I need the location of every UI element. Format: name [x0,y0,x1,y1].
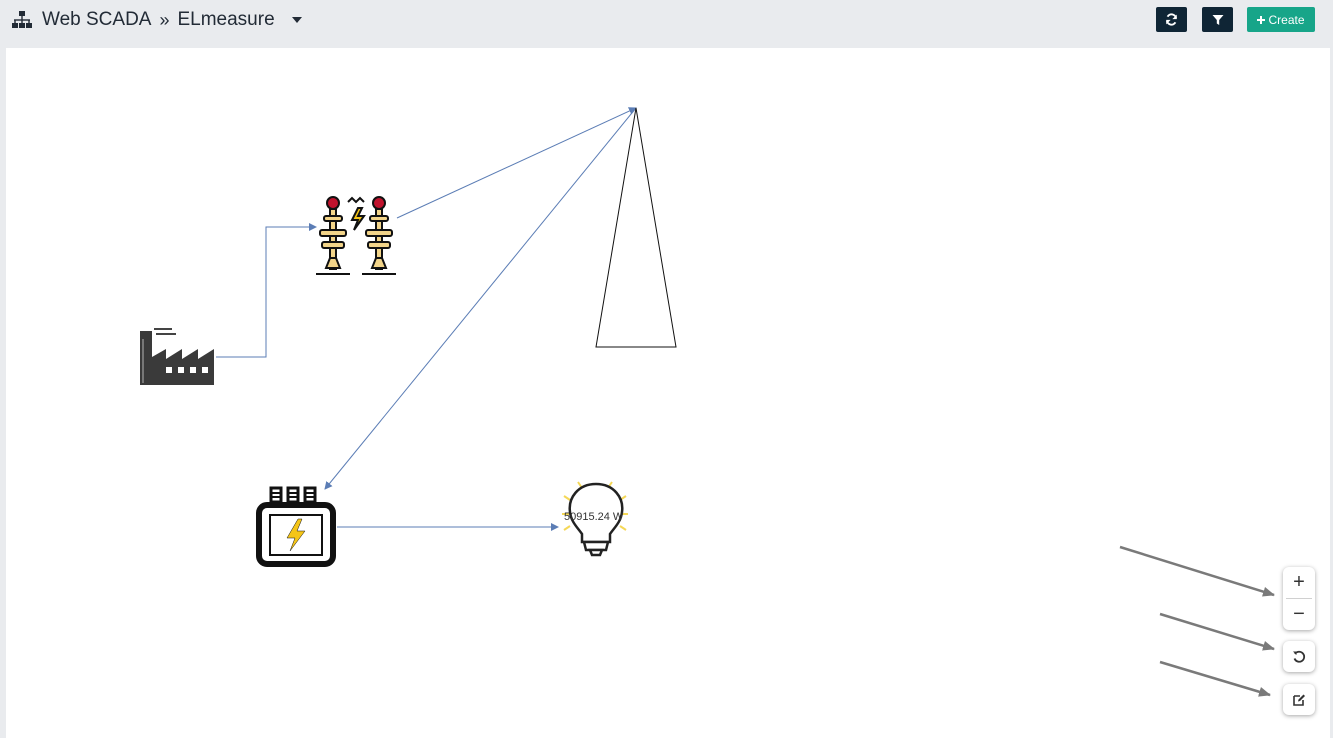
reset-icon [1293,650,1306,663]
light-bulb-icon[interactable] [558,478,634,558]
filter-button[interactable] [1202,7,1233,32]
create-button-label: Create [1268,12,1305,27]
link-tower-transformer[interactable] [324,107,637,490]
refresh-icon [1166,13,1177,26]
filter-icon [1212,14,1223,25]
zoom-out-button[interactable]: − [1293,603,1305,625]
edit-button[interactable] [1283,684,1315,715]
zoom-in-button[interactable]: + [1293,571,1305,593]
zoom-controls: + − [1283,567,1315,630]
breadcrumb: Web SCADA » ELmeasure [12,8,303,32]
zoom-divider [1286,598,1312,599]
link-substation-tower[interactable] [396,107,637,219]
breadcrumb-app-title[interactable]: Web SCADA [42,9,152,30]
caret-down-icon[interactable] [291,14,303,26]
edit-icon [1293,694,1305,706]
connection-layer [216,107,1275,697]
annotation-arrow-edit [1159,660,1271,697]
top-bar: Web SCADA » ELmeasure Create [0,0,1333,48]
link-factory-substation[interactable] [216,223,317,358]
annotation-arrow-reset [1159,612,1275,651]
transformer-icon[interactable] [256,485,336,567]
breadcrumb-separator: » [159,9,170,30]
refresh-button[interactable] [1156,7,1187,32]
annotation-arrow-zoom [1119,545,1275,597]
factory-icon[interactable] [136,325,216,389]
substation-icon[interactable] [314,194,398,278]
create-button[interactable]: Create [1247,7,1315,32]
reset-view-button[interactable] [1283,641,1315,672]
power-reading: 50915.24 W [564,511,624,523]
breadcrumb-project[interactable]: ELmeasure [177,9,275,30]
plus-icon [1257,15,1266,24]
sitemap-icon [12,11,32,28]
transmission-tower-icon[interactable] [595,107,677,348]
scada-canvas[interactable]: 50915.24 W + − [6,48,1330,738]
